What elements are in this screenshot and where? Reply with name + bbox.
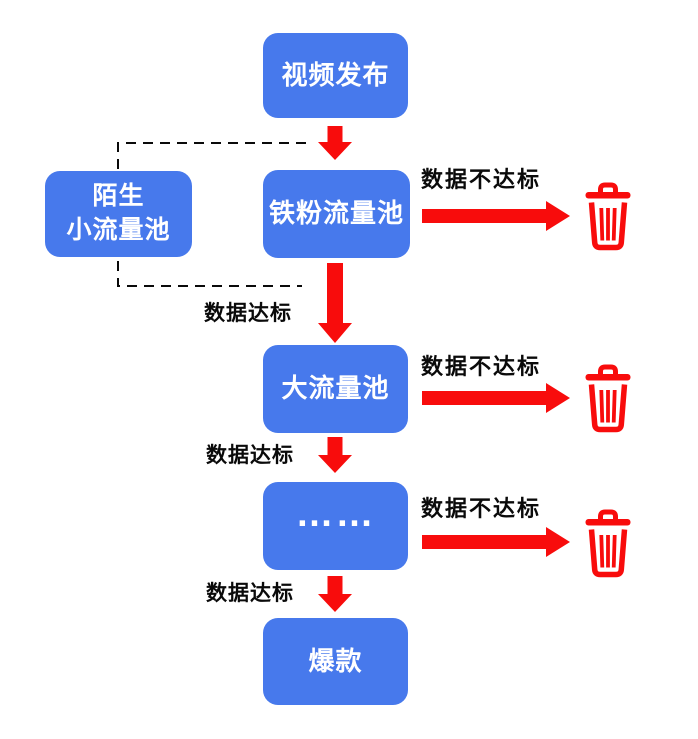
- arrow-down-icon: [318, 576, 352, 612]
- trash-icon: [585, 182, 631, 251]
- node-big-pool: 大流量池: [263, 345, 408, 433]
- edge-label-data-fail: 数据不达标: [421, 354, 542, 379]
- node-hit-label: 爆款: [308, 645, 363, 676]
- node-video-publish-label: 视频发布: [281, 59, 390, 90]
- node-ironfan-pool: 铁粉流量池: [263, 170, 410, 258]
- node-stranger-small-pool: 陌生 小流量池: [45, 171, 192, 257]
- edge-label-data-pass: 数据达标: [206, 582, 294, 605]
- node-ironfan-label: 铁粉流量池: [268, 198, 404, 229]
- trash-icon: [585, 364, 631, 433]
- arrow-down-icon: [318, 126, 352, 160]
- edge-label-data-fail: 数据不达标: [421, 496, 542, 521]
- node-big-pool-label: 大流量池: [281, 373, 390, 404]
- edge-label-data-fail: 数据不达标: [421, 167, 542, 192]
- node-stranger-label-line2: 小流量池: [66, 216, 171, 244]
- trash-icon: [585, 509, 631, 578]
- arrow-down-icon: [318, 263, 352, 343]
- edge-label-data-pass: 数据达标: [206, 444, 294, 467]
- arrow-right-icon: [422, 527, 570, 557]
- node-stranger-label-line1: 陌生: [92, 182, 145, 211]
- arrow-right-icon: [422, 201, 570, 231]
- edge-label-data-pass: 数据达标: [204, 302, 292, 325]
- node-video-publish: 视频发布: [263, 33, 408, 118]
- node-ellipsis-pool: ……: [263, 482, 408, 570]
- node-hit-product: 爆款: [263, 618, 408, 705]
- arrow-right-icon: [422, 383, 570, 413]
- arrow-down-icon: [318, 437, 352, 473]
